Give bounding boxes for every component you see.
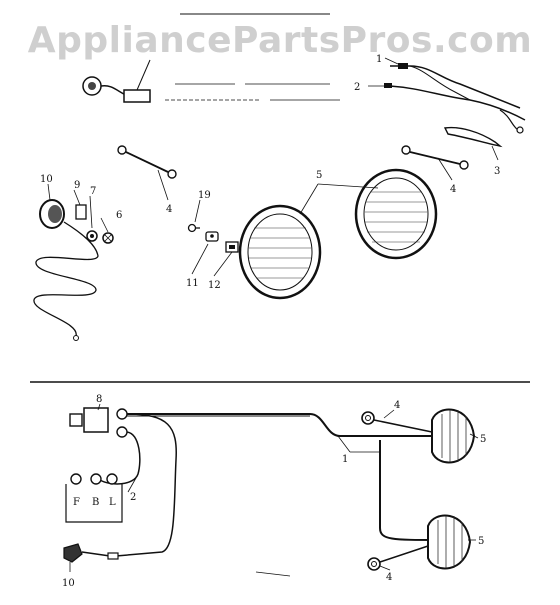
switch-label-f: F [73, 497, 80, 508]
callout-8-lower: 8 [96, 394, 102, 405]
ground-wire-right [401, 145, 469, 170]
callout-5-lower-top: 5 [480, 434, 486, 445]
headlamp-rear [354, 168, 438, 260]
callout-11: 11 [186, 278, 199, 289]
bottom-mark [255, 571, 291, 577]
main-wire-harness [384, 63, 526, 134]
light-switch-assembly [33, 199, 99, 341]
callout-1: 1 [376, 54, 382, 65]
hardware-parts [75, 204, 239, 253]
callout-4-left: 4 [166, 204, 172, 215]
switch-label-l: L [109, 497, 116, 508]
callout-6: 6 [116, 210, 122, 221]
callout-5-lower-bottom: 5 [478, 536, 484, 547]
callout-2: 2 [354, 82, 360, 93]
callout-7: 7 [90, 186, 96, 197]
callout-4-lower-bottom: 4 [386, 572, 392, 583]
header-lines [165, 13, 340, 101]
switch-harness [82, 59, 151, 103]
headlamp-front [238, 204, 322, 300]
upper-leader-lines [47, 57, 499, 277]
callout-2-lower: 2 [130, 492, 136, 503]
callout-12: 12 [208, 280, 221, 291]
ground-wire-left [117, 145, 177, 179]
wire-clamp [443, 126, 503, 148]
callout-4-lower-top: 4 [394, 400, 400, 411]
callout-3: 3 [494, 166, 500, 177]
callout-5: 5 [316, 170, 322, 181]
callout-10-lower: 10 [62, 578, 75, 589]
callout-10: 10 [40, 174, 53, 185]
callout-9: 9 [74, 180, 80, 191]
switch-label-b: B [92, 497, 99, 508]
wiring-schematic [63, 403, 479, 572]
callout-4-right: 4 [450, 184, 456, 195]
callout-1-lower: 1 [342, 454, 348, 465]
callout-19: 19 [198, 190, 211, 201]
